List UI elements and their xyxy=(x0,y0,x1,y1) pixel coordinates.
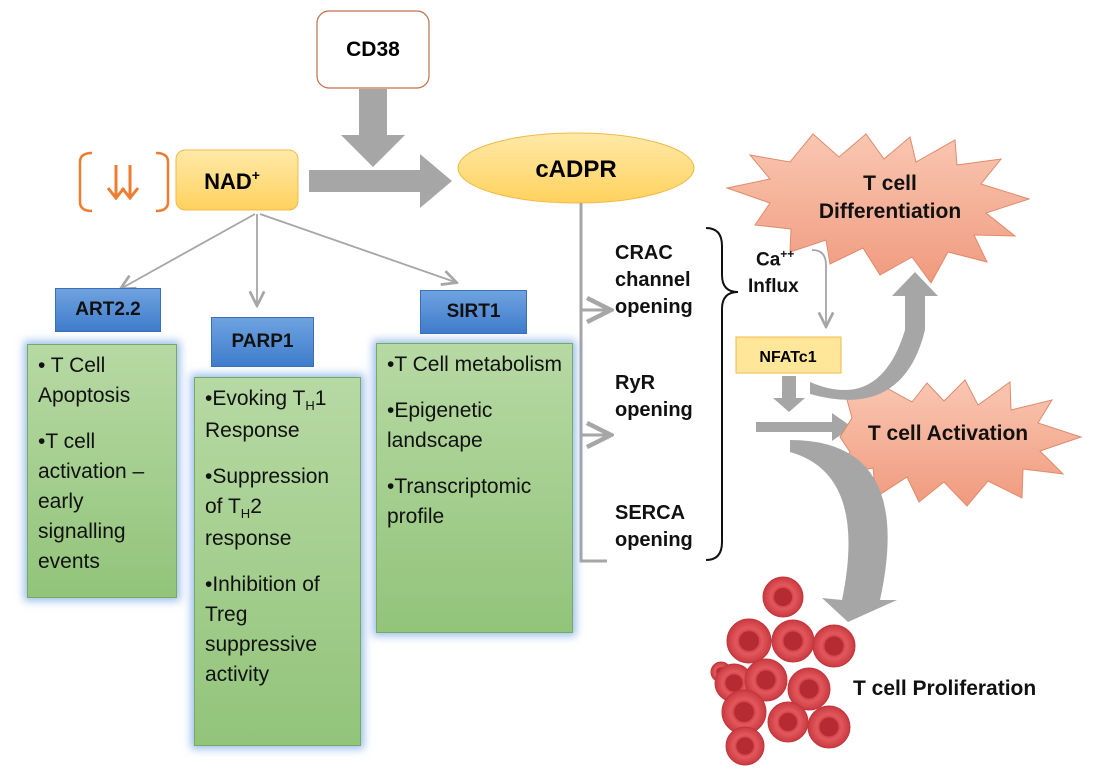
art-effect-item: • T Cell Apoptosis xyxy=(38,354,131,408)
nad-label: NAD+ xyxy=(204,167,260,194)
down-arrow-icon xyxy=(120,165,140,201)
art-effect-item: •T cell activation – early signalling ev… xyxy=(38,430,145,574)
to-proliferation-curve xyxy=(790,440,897,622)
right-bracket-icon xyxy=(155,151,170,213)
nad-to-art-arrow xyxy=(122,213,256,288)
parp-effects-box: •Evoking TH1 Response •Suppression of TH… xyxy=(194,377,361,746)
nad-to-sirt-arrow xyxy=(259,213,455,282)
to-activation-arrow xyxy=(756,413,852,441)
sirt-label-box: SIRT1 xyxy=(420,290,527,334)
cd38-box xyxy=(316,10,430,89)
red-cell-core-icon xyxy=(736,737,754,755)
nad-to-cadpr-arrow xyxy=(309,154,452,208)
art-effects-box: • T Cell Apoptosis •T cell activation – … xyxy=(27,344,177,598)
cadpr-label: cADPR xyxy=(535,156,616,183)
red-cell-core-icon xyxy=(799,679,819,699)
red-cell-core-icon xyxy=(774,588,792,606)
nfatc1-box xyxy=(735,336,842,374)
parp-effect-item: •Inhibition of Treg suppressive activity xyxy=(205,572,320,686)
ca-influx-arrow xyxy=(811,249,826,325)
parp-effect-item: •Evoking TH1 Response xyxy=(205,387,327,442)
red-cell-core-icon xyxy=(725,674,743,692)
sirt-label: SIRT1 xyxy=(446,301,501,322)
red-cell-core-icon xyxy=(783,631,803,651)
cd38-down-arrow xyxy=(341,89,405,167)
proliferation-label: T cell Proliferation xyxy=(853,677,1037,700)
activation-label: T cell Activation xyxy=(867,422,1029,445)
red-cell-core-icon xyxy=(779,713,797,731)
sirt-effect-item: •Transcriptomic profile xyxy=(387,475,532,529)
decrease-indicator xyxy=(78,151,170,213)
red-cell-core-icon xyxy=(734,702,754,722)
sirt-effect-item: •T Cell metabolism xyxy=(387,353,563,376)
art-label-box: ART2.2 xyxy=(55,288,161,332)
sirt-effects-box: •T Cell metabolism •Epigenetic landscape… xyxy=(376,343,573,633)
cd38-label: CD38 xyxy=(346,38,400,61)
parp-label-box: PARP1 xyxy=(211,317,314,367)
red-cell-core-icon xyxy=(756,670,776,690)
cadpr-branch-line xyxy=(579,203,607,563)
nad-box xyxy=(175,149,299,211)
down-arrow-icon xyxy=(106,165,126,201)
red-cell-core-icon xyxy=(739,631,759,651)
nfatc1-label: NFATc1 xyxy=(759,349,816,366)
art-label: ART2.2 xyxy=(75,299,141,320)
red-cell-core-icon xyxy=(819,717,839,737)
ca-influx-label: Ca++ Influx xyxy=(748,247,799,297)
differentiation-burst xyxy=(725,133,1031,284)
to-differentiation-curve xyxy=(810,272,938,400)
red-cell-core-icon xyxy=(824,636,844,656)
nfatc1-down-arrow xyxy=(773,376,805,412)
sirt-effect-item: •Epigenetic landscape xyxy=(387,399,493,453)
left-bracket-icon xyxy=(78,151,93,213)
cadpr-ellipse xyxy=(457,132,695,204)
channels-brace-icon xyxy=(705,227,739,561)
parp-effect-item: •Suppression of TH2 response xyxy=(205,464,330,550)
parp-label: PARP1 xyxy=(231,331,294,352)
cell-cluster xyxy=(710,576,856,766)
